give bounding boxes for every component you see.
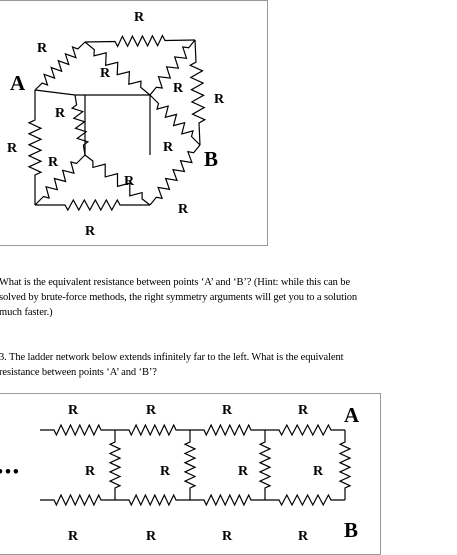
cube-resistor-label: R	[85, 224, 96, 239]
cube-figure-frame	[0, 0, 268, 246]
cube-resistor	[34, 41, 86, 91]
ladder-node-a-label: A	[344, 403, 360, 427]
cube-resistor	[188, 39, 207, 146]
ladder-node-b-label: B	[344, 518, 358, 542]
ladder-rung-resistor-label: R	[238, 464, 249, 479]
cube-resistor-label: R	[55, 106, 66, 121]
ladder-top-resistor	[115, 423, 190, 437]
question-2-line: solved by brute-force methods, the right…	[0, 292, 358, 303]
ladder-bottom-resistor	[265, 493, 345, 507]
ladder-top-resistor-label: R	[68, 403, 79, 418]
ladder-bottom-resistor	[190, 493, 265, 507]
ladder-top-resistor	[265, 423, 345, 437]
cube-resistor	[149, 144, 201, 206]
ladder-rung-resistor-label: R	[160, 464, 171, 479]
ladder-rung-resistor	[108, 430, 122, 500]
ladder-bottom-resistor	[115, 493, 190, 507]
question-3-line: resistance between points ‘A’ and ‘B’?	[0, 367, 157, 378]
question-3-line: 3. The ladder network below extends infi…	[0, 352, 344, 363]
cube-resistor-label: R	[134, 10, 145, 25]
question-2-line: much faster.)	[0, 307, 53, 318]
ladder-rung-resistor	[183, 430, 197, 500]
cube-resistor	[149, 94, 201, 146]
cube-resistor-label: R	[178, 202, 189, 217]
question-3-text: 3. The ladder network below extends infi…	[0, 350, 455, 380]
cube-resistor	[84, 41, 151, 96]
cube-resistor	[35, 198, 150, 212]
ladder-rung-resistor	[258, 430, 272, 500]
cube-resistor-label: R	[7, 141, 18, 156]
cube-resistor	[84, 154, 151, 206]
ladder-top-resistor-label: R	[222, 403, 233, 418]
cube-resistor	[70, 94, 90, 156]
cube-resistor-label: R	[37, 41, 48, 56]
ladder-top-resistor	[190, 423, 265, 437]
cube-resistor-label: R	[214, 92, 225, 107]
question-2-line: What is the equivalent resistance betwee…	[0, 277, 351, 288]
ladder-top-resistor-label: R	[298, 403, 309, 418]
question-2-text: What is the equivalent resistance betwee…	[0, 275, 455, 320]
node-b-label: B	[204, 147, 218, 171]
cube-resistor	[149, 39, 196, 96]
cube-wire	[34, 89, 76, 96]
node-a-label: A	[10, 71, 26, 95]
ladder-top-resistor-label: R	[146, 403, 157, 418]
ladder-bottom-resistor-label: R	[298, 529, 309, 544]
cube-resistor-label: R	[173, 81, 184, 96]
ladder-rung-resistor-label: R	[85, 464, 96, 479]
ladder-bottom-resistor-label: R	[146, 529, 157, 544]
cube-resistor	[27, 90, 43, 205]
cube-resistor-label: R	[48, 155, 59, 170]
ladder-rung-resistor	[338, 430, 352, 500]
ladder-bottom-resistor-label: R	[222, 529, 233, 544]
cube-resistor-label: R	[100, 66, 111, 81]
ladder-top-resistor	[40, 423, 115, 437]
cube-resistor-label: R	[163, 140, 174, 155]
ladder-ellipsis: •••	[0, 462, 21, 481]
cube-resistor	[84, 34, 196, 48]
cube-resistor-label: R	[124, 174, 135, 189]
ladder-bottom-resistor	[40, 493, 115, 507]
cube-resistor	[34, 154, 86, 206]
ladder-bottom-resistor-label: R	[68, 529, 79, 544]
ladder-rung-resistor-label: R	[313, 464, 324, 479]
